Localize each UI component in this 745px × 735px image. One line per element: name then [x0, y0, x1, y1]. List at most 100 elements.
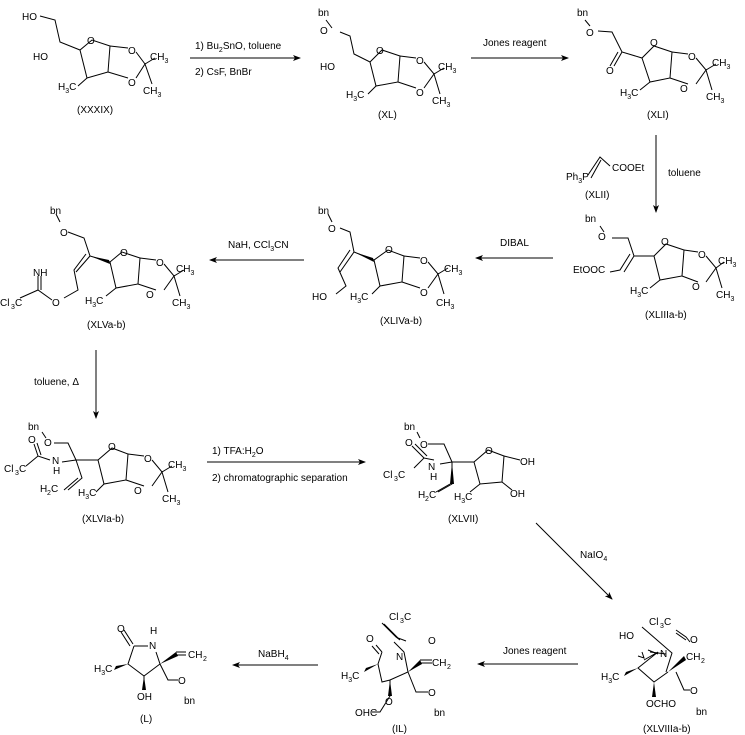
- atom-label: OCHO: [646, 699, 676, 710]
- atom-label: HO: [320, 62, 335, 73]
- label-xliv: (XLIVa-b): [380, 316, 422, 327]
- bond: [388, 680, 392, 696]
- atom-label: C: [664, 617, 671, 628]
- bond: [176, 651, 186, 656]
- label-xl: (XL): [378, 110, 397, 121]
- atom-label: C: [15, 298, 22, 309]
- atom-label: O: [385, 697, 393, 708]
- atom-label: CH3: [438, 62, 456, 75]
- bond: [25, 442, 173, 493]
- label-xli: (XLI): [647, 110, 669, 121]
- compound-xliv: bn O HO O O O CH3 CH3 H3C (XLIVa-b): [312, 206, 462, 327]
- atom-label: CH3: [444, 264, 462, 277]
- atom-label: H3C: [58, 82, 76, 95]
- atom-label: O: [680, 84, 688, 95]
- compound-xl: bn O HO O O O CH3 CH3 H3C (XL): [318, 8, 456, 121]
- bond: [599, 225, 685, 281]
- atom-label: 3: [11, 304, 15, 311]
- atom-label: H: [53, 466, 60, 477]
- atom-label: O: [128, 46, 136, 57]
- atom-label: C: [19, 464, 26, 475]
- atom-label: bn: [434, 708, 445, 719]
- atom-label: O: [606, 66, 614, 77]
- atom-label: N: [52, 456, 59, 467]
- atom-label: CH3: [172, 298, 190, 311]
- atom-label: Cl: [383, 470, 392, 481]
- bond: [41, 431, 129, 485]
- bond: [408, 660, 422, 672]
- step-5: NaH, CCl3CN: [209, 240, 304, 263]
- atom-label: O: [420, 256, 428, 267]
- atom-label: N: [149, 641, 156, 652]
- atom-label: OH: [520, 457, 535, 468]
- bond: [668, 656, 686, 672]
- label-xlviii: (XLVIIIa-b): [643, 724, 691, 735]
- step-6: toluene, Δ: [34, 350, 99, 419]
- atom-label: 2: [701, 658, 705, 665]
- atom-label: CH: [432, 658, 446, 669]
- atom-label: H3C: [341, 671, 359, 684]
- bond: [420, 659, 432, 664]
- atom-label: HO: [312, 292, 327, 303]
- atom-label: O: [420, 440, 428, 451]
- atom-label: O: [134, 486, 142, 497]
- atom-label: H3C: [350, 292, 368, 305]
- bond: [55, 213, 141, 289]
- step-8: NaIO4: [535, 522, 613, 600]
- atom-label: H3C: [620, 88, 638, 101]
- atom-label: O: [366, 634, 374, 645]
- atom-label: O: [428, 636, 436, 647]
- reagent-1a: 1) Bu2SnO, toluene: [195, 41, 282, 54]
- atom-label: CH3: [432, 96, 450, 109]
- bond: [335, 249, 449, 295]
- atom-label: H: [418, 490, 425, 501]
- bond: [142, 676, 146, 690]
- step-10: NaBH4: [232, 649, 318, 668]
- bond: [114, 664, 128, 670]
- atom-label: CH3: [143, 86, 161, 99]
- bond: [90, 256, 110, 264]
- atom-label: O: [690, 686, 698, 697]
- bond: [325, 19, 401, 87]
- reagent-10: NaBH4: [258, 649, 289, 662]
- atom-label: CH: [188, 650, 202, 661]
- reagent-5: NaH, CCl3CN: [228, 240, 289, 253]
- atom-label: CH3: [176, 264, 194, 277]
- bond: [120, 629, 178, 690]
- reagent-1b: 2) CsF, BnBr: [195, 67, 252, 78]
- atom-label: 2: [425, 496, 429, 503]
- bond: [354, 252, 374, 262]
- bond: [19, 253, 185, 301]
- atom-label: NH: [33, 268, 47, 279]
- atom-label: 2: [47, 490, 51, 497]
- atom-label: HO: [33, 52, 48, 63]
- atom-label: O: [128, 78, 136, 89]
- atom-label: bn: [585, 214, 596, 225]
- atom-label: O: [146, 290, 154, 301]
- atom-label: CH3: [168, 460, 186, 473]
- atom-label: O: [688, 52, 696, 63]
- atom-label: CH3: [706, 92, 724, 105]
- atom-label: O: [692, 282, 700, 293]
- atom-label: H3C: [94, 664, 112, 677]
- atom-label: COOEt: [612, 163, 644, 174]
- compound-xxxix: HO HO O O O CH3 CH3 H3C (XXXIX): [22, 12, 168, 116]
- reagent-7a: 1) TFA:H2O: [212, 446, 264, 459]
- atom-label: H3C: [601, 672, 619, 685]
- bond: [609, 51, 717, 91]
- bond: [39, 15, 111, 79]
- bond: [450, 462, 454, 484]
- bond: [77, 45, 156, 87]
- atom-label: H3C: [346, 90, 364, 103]
- atom-label: N: [396, 652, 403, 663]
- bond: [416, 431, 505, 485]
- atom-label: bn: [318, 206, 329, 217]
- atom-label: O: [120, 248, 128, 259]
- atom-label: HO: [619, 631, 634, 642]
- label-il: (IL): [392, 724, 407, 735]
- reagent-7b: 2) chromatographic separation: [212, 473, 348, 484]
- bond: [371, 622, 428, 713]
- step-2: Jones reagent: [471, 38, 569, 61]
